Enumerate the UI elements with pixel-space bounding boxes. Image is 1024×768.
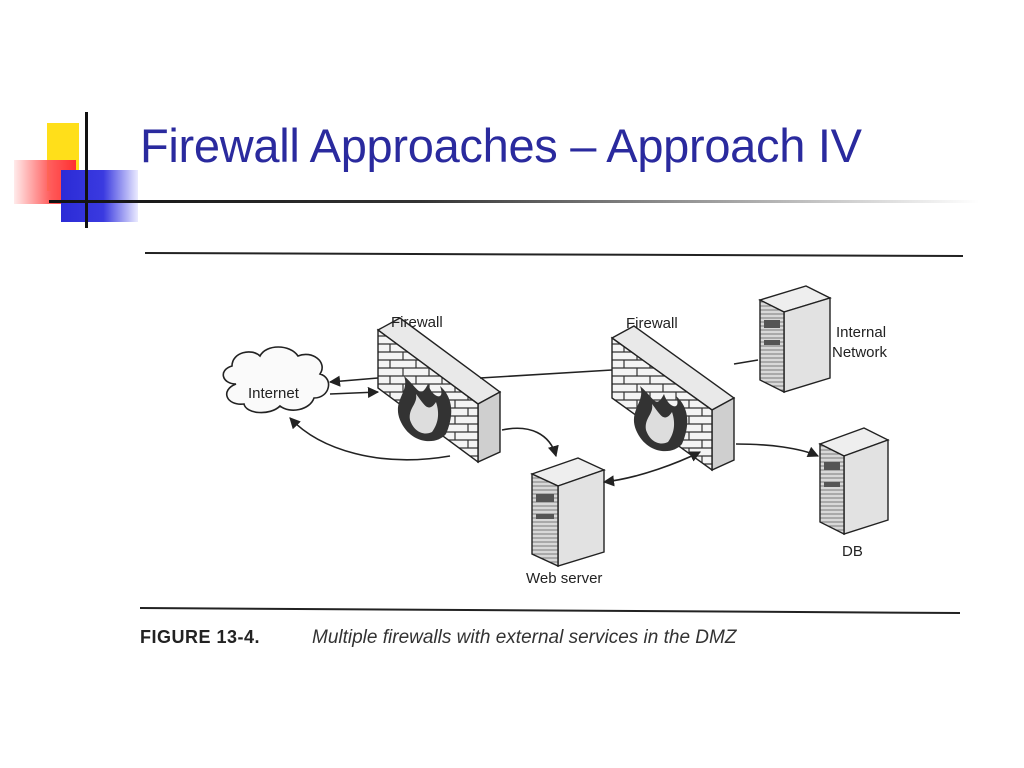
slide-title: Firewall Approaches – Approach IV (140, 119, 862, 172)
link-firewall2-db (735, 443, 820, 458)
link-internet-firewall1-a (328, 375, 379, 387)
internal-network-label-1: Internal (836, 324, 886, 341)
link-internet-firewall1-c (289, 417, 451, 461)
internal-network-server-icon (758, 285, 832, 394)
link-webserver-firewall2 (602, 451, 702, 487)
link-internet-firewall1-b (329, 386, 380, 399)
internet-cloud-icon (222, 346, 330, 414)
db-server-icon (818, 427, 890, 536)
internet-label: Internet (248, 385, 300, 402)
link-firewall1-firewall2 (479, 369, 613, 379)
internal-network-label-2: Network (832, 344, 888, 361)
web-server-label: Web server (526, 570, 602, 587)
firewall-1-icon (376, 317, 502, 464)
db-label: DB (842, 543, 863, 560)
figure-top-rule (144, 252, 964, 257)
firewall-1-label: Firewall (391, 314, 443, 331)
decor-vertical-line (85, 112, 88, 228)
firewall-2-icon (610, 325, 736, 472)
figure-number: FIGURE 13-4. (140, 627, 261, 647)
decor-blue-square (61, 170, 138, 222)
figure-caption: Multiple firewalls with external service… (312, 627, 737, 648)
figure-bottom-rule (139, 607, 961, 614)
firewall-2-label: Firewall (626, 315, 678, 332)
link-firewall1-webserver (501, 427, 559, 458)
title-underline (49, 200, 979, 203)
link-firewall2-internal (733, 359, 759, 365)
web-server-icon (530, 457, 606, 568)
